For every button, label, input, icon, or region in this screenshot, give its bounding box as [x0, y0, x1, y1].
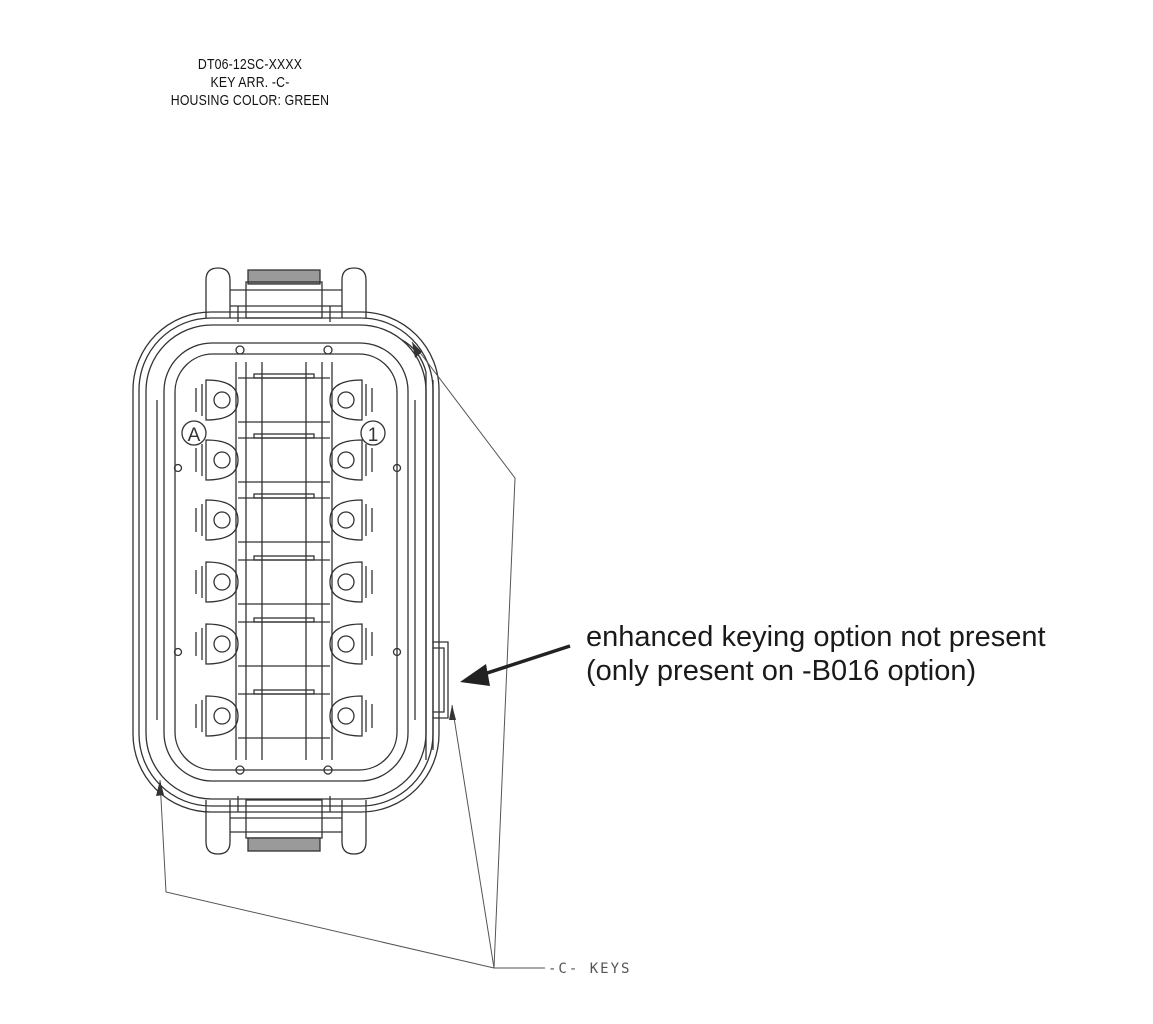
- left-terminal-ribs: [195, 444, 203, 476]
- center-bridge: [238, 497, 330, 543]
- right-pin: [337, 511, 355, 529]
- row-separator: [253, 433, 315, 439]
- housing-outline: [132, 311, 440, 813]
- bottom-latch: [205, 796, 367, 855]
- left-pin: [213, 635, 231, 653]
- cavity-row: [195, 373, 373, 423]
- housing-color: HOUSING COLOR: GREEN: [170, 92, 330, 109]
- right-cavity: [329, 439, 363, 481]
- right-pin: [337, 707, 355, 725]
- cavity-rows: [195, 373, 373, 739]
- right-pin: [337, 635, 355, 653]
- right-terminal-ribs: [365, 628, 373, 660]
- right-terminal-ribs: [365, 566, 373, 598]
- left-cavity: [205, 623, 239, 665]
- right-terminal-ribs: [365, 444, 373, 476]
- center-bridge: [238, 437, 330, 483]
- cavity-row: [195, 433, 373, 483]
- right-cavity: [329, 623, 363, 665]
- keying-callout: enhanced keying option not present (only…: [586, 620, 1046, 688]
- left-pin: [213, 511, 231, 529]
- callout-arrow: [460, 644, 571, 686]
- left-terminal-ribs: [195, 628, 203, 660]
- part-number: DT06-12SC-XXXX: [197, 56, 303, 73]
- cavity-row: [195, 493, 373, 543]
- right-pin: [337, 451, 355, 469]
- left-terminal-ribs: [195, 504, 203, 536]
- left-cavity: [205, 695, 239, 737]
- cavity-row: [195, 555, 373, 605]
- right-cavity: [329, 695, 363, 737]
- keys-label: -C- KEYS: [548, 961, 632, 977]
- right-cavity: [329, 379, 363, 421]
- left-pin: [213, 451, 231, 469]
- left-terminal-ribs: [195, 566, 203, 598]
- left-terminal-ribs: [195, 384, 203, 416]
- cavity-row: [195, 689, 373, 739]
- right-cavity: [329, 499, 363, 541]
- cavity-label-1: 1: [360, 420, 386, 446]
- cavity-label-a-text: A: [188, 425, 201, 446]
- left-cavity: [205, 499, 239, 541]
- right-pin: [337, 391, 355, 409]
- row-separator: [253, 493, 315, 499]
- side-key-bump: [433, 641, 449, 719]
- row-separator: [253, 555, 315, 561]
- locator-holes: [173, 345, 402, 775]
- right-terminal-ribs: [365, 504, 373, 536]
- top-tab: [247, 269, 321, 285]
- title-block: DT06-12SC-XXXX KEY ARR. -C- HOUSING COLO…: [152, 56, 349, 110]
- left-cavity: [205, 379, 239, 421]
- right-cavity: [329, 561, 363, 603]
- callout-line-2: (only present on -B016 option): [586, 655, 977, 687]
- row-separator: [253, 373, 315, 379]
- cavity-row: [195, 617, 373, 667]
- keys-leader-lines: [156, 341, 545, 969]
- top-latch: [205, 267, 367, 322]
- left-terminal-ribs: [195, 700, 203, 732]
- bottom-tab: [247, 837, 321, 852]
- right-pin: [337, 573, 355, 591]
- key-arrangement: KEY ARR. -C-: [210, 74, 290, 91]
- cavity-label-1-text: 1: [368, 425, 379, 446]
- left-pin: [213, 573, 231, 591]
- right-terminal-ribs: [365, 700, 373, 732]
- cavity-label-a: A: [181, 420, 207, 446]
- left-cavity: [205, 561, 239, 603]
- center-bridge: [238, 621, 330, 667]
- row-separator: [253, 617, 315, 623]
- row-separator: [253, 689, 315, 695]
- right-terminal-ribs: [365, 384, 373, 416]
- center-bridge: [238, 559, 330, 605]
- left-cavity: [205, 439, 239, 481]
- center-bridge: [238, 377, 330, 423]
- left-pin: [213, 707, 231, 725]
- callout-line-1: enhanced keying option not present: [586, 621, 1046, 653]
- center-bridge: [238, 693, 330, 739]
- left-pin: [213, 391, 231, 409]
